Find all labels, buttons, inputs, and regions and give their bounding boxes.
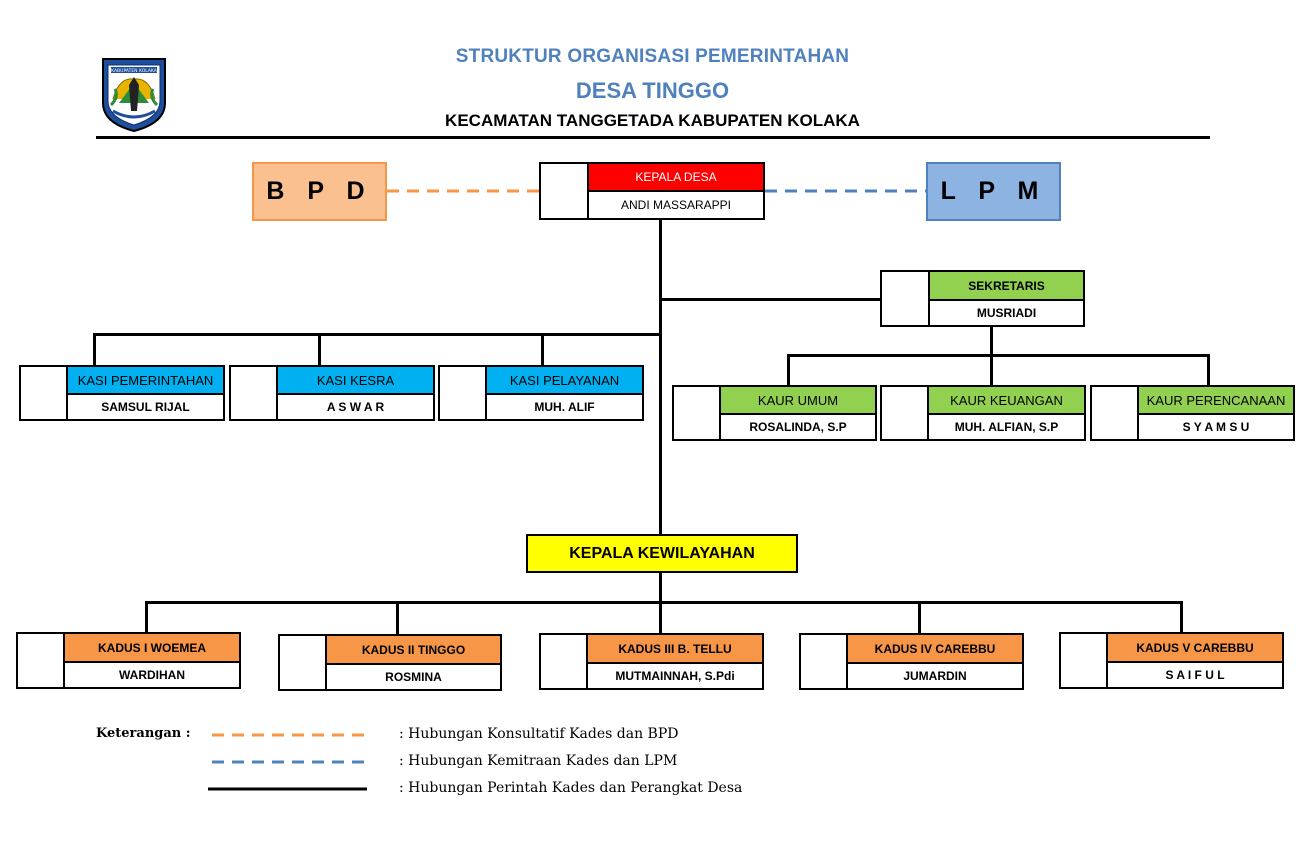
kadus-4-box: KADUS IV CAREBBU JUMARDIN xyxy=(799,633,1024,690)
kaur-name: MUH. ALFIAN, S.P xyxy=(929,415,1084,439)
photo-placeholder xyxy=(1061,634,1108,687)
kepala-kewilayahan-label: KEPALA KEWILAYAHAN xyxy=(569,544,755,562)
photo-placeholder xyxy=(882,272,930,325)
kaur-branch xyxy=(787,354,1210,357)
lpm-box: L P M xyxy=(926,162,1061,221)
kasi-role: KASI PELAYANAN xyxy=(487,367,642,395)
kaur-role: KAUR PERENCANAAN xyxy=(1139,387,1293,415)
photo-placeholder xyxy=(231,367,278,419)
lpm-label: L P M xyxy=(940,177,1047,205)
kadus-3-box: KADUS III B. TELLU MUTMAINNAH, S.Pdi xyxy=(539,633,764,690)
legend-item-perintah: : Hubungan Perintah Kades dan Perangkat … xyxy=(399,780,743,796)
kadus-drop-2 xyxy=(396,601,399,635)
kaur-perencanaan-box: KAUR PERENCANAAN S Y A M S U xyxy=(1090,385,1295,441)
title-line2: DESA TINGGO xyxy=(575,78,730,103)
kepala-kewilayahan-box: KEPALA KEWILAYAHAN xyxy=(526,534,798,573)
photo-placeholder xyxy=(280,636,327,689)
kadus-role: KADUS II TINGGO xyxy=(327,636,500,665)
kaur-drop-3 xyxy=(1207,354,1210,386)
logo-text: KABUPATEN KOLAKA xyxy=(111,68,158,74)
kaur-name: ROSALINDA, S.P xyxy=(721,415,875,439)
kasi-pelayanan-box: KASI PELAYANAN MUH. ALIF xyxy=(438,365,644,421)
kadus-role: KADUS IV CAREBBU xyxy=(848,635,1022,664)
kaur-role: KAUR KEUANGAN xyxy=(929,387,1084,415)
kadus-name: S A I F U L xyxy=(1108,663,1282,687)
kadus-1-box: KADUS I WOEMEA WARDIHAN xyxy=(16,632,241,689)
kasi-name: A S W A R xyxy=(278,395,433,419)
kadus-drop-1 xyxy=(145,601,148,633)
kasi-pemerintahan-box: KASI PEMERINTAHAN SAMSUL RIJAL xyxy=(19,365,225,421)
kadus-branch xyxy=(145,601,1183,604)
kabupaten-kolaka-logo: KABUPATEN KOLAKA xyxy=(102,58,166,133)
legend-title: Keterangan : xyxy=(96,726,191,741)
bpd-box: B P D xyxy=(252,162,387,221)
kasi-kesra-box: KASI KESRA A S W A R xyxy=(229,365,435,421)
photo-placeholder xyxy=(18,634,65,687)
photo-placeholder xyxy=(882,387,929,439)
kaur-keuangan-box: KAUR KEUANGAN MUH. ALFIAN, S.P xyxy=(880,385,1086,441)
kaur-umum-box: KAUR UMUM ROSALINDA, S.P xyxy=(672,385,877,441)
kepala-desa-box: KEPALA DESA ANDI MASSARAPPI xyxy=(539,162,765,220)
kaur-name: S Y A M S U xyxy=(1139,415,1293,439)
sekretaris-box: SEKRETARIS MUSRIADI xyxy=(880,270,1085,327)
kasi-role: KASI KESRA xyxy=(278,367,433,395)
kadus-drop-3 xyxy=(659,601,662,634)
kadus-drop-4 xyxy=(918,601,921,634)
header-rule xyxy=(96,136,1210,139)
photo-placeholder xyxy=(1092,387,1139,439)
kadus-role: KADUS III B. TELLU xyxy=(588,635,762,664)
photo-placeholder xyxy=(541,635,588,688)
kadus-drop-5 xyxy=(1180,601,1183,633)
legend-item-bpd: : Hubungan Konsultatif Kades dan BPD xyxy=(399,726,679,742)
kadus-role: KADUS V CAREBBU xyxy=(1108,634,1282,663)
kaur-drop-1 xyxy=(787,354,790,386)
photo-placeholder xyxy=(21,367,68,419)
kewilayahan-drop xyxy=(659,572,662,604)
kadus-5-box: KADUS V CAREBBU S A I F U L xyxy=(1059,632,1284,689)
kasi-name: SAMSUL RIJAL xyxy=(68,395,223,419)
kadus-name: WARDIHAN xyxy=(65,663,239,687)
kasi-drop-1 xyxy=(93,333,96,366)
kadus-2-box: KADUS II TINGGO ROSMINA xyxy=(278,634,502,691)
kepala-desa-name: ANDI MASSARAPPI xyxy=(589,192,763,218)
kadus-name: JUMARDIN xyxy=(848,664,1022,688)
kadus-name: ROSMINA xyxy=(327,665,500,689)
kaur-drop-2 xyxy=(990,354,993,386)
sekretaris-name: MUSRIADI xyxy=(930,301,1083,325)
kadus-role: KADUS I WOEMEA xyxy=(65,634,239,663)
photo-placeholder xyxy=(674,387,721,439)
sekretaris-branch xyxy=(659,298,882,301)
kadus-name: MUTMAINNAH, S.Pdi xyxy=(588,664,762,688)
kasi-drop-2 xyxy=(318,333,321,366)
kasi-role: KASI PEMERINTAHAN xyxy=(68,367,223,395)
sekretaris-drop xyxy=(990,326,993,356)
kasi-branch xyxy=(93,333,662,336)
photo-placeholder xyxy=(440,367,487,419)
photo-placeholder xyxy=(801,635,848,688)
legend-item-lpm: : Hubungan Kemitraan Kades dan LPM xyxy=(399,753,678,769)
title-line3: KECAMATAN TANGGETADA KABUPATEN KOLAKA xyxy=(445,111,860,130)
bpd-label: B P D xyxy=(266,177,373,205)
photo-placeholder xyxy=(541,164,589,218)
kasi-drop-3 xyxy=(541,333,544,366)
sekretaris-role: SEKRETARIS xyxy=(930,272,1083,301)
title-line1: STRUKTUR ORGANISASI PEMERINTAHAN xyxy=(455,46,850,67)
main-trunk xyxy=(659,219,662,535)
kepala-desa-role: KEPALA DESA xyxy=(589,164,763,192)
kasi-name: MUH. ALIF xyxy=(487,395,642,419)
kaur-role: KAUR UMUM xyxy=(721,387,875,415)
